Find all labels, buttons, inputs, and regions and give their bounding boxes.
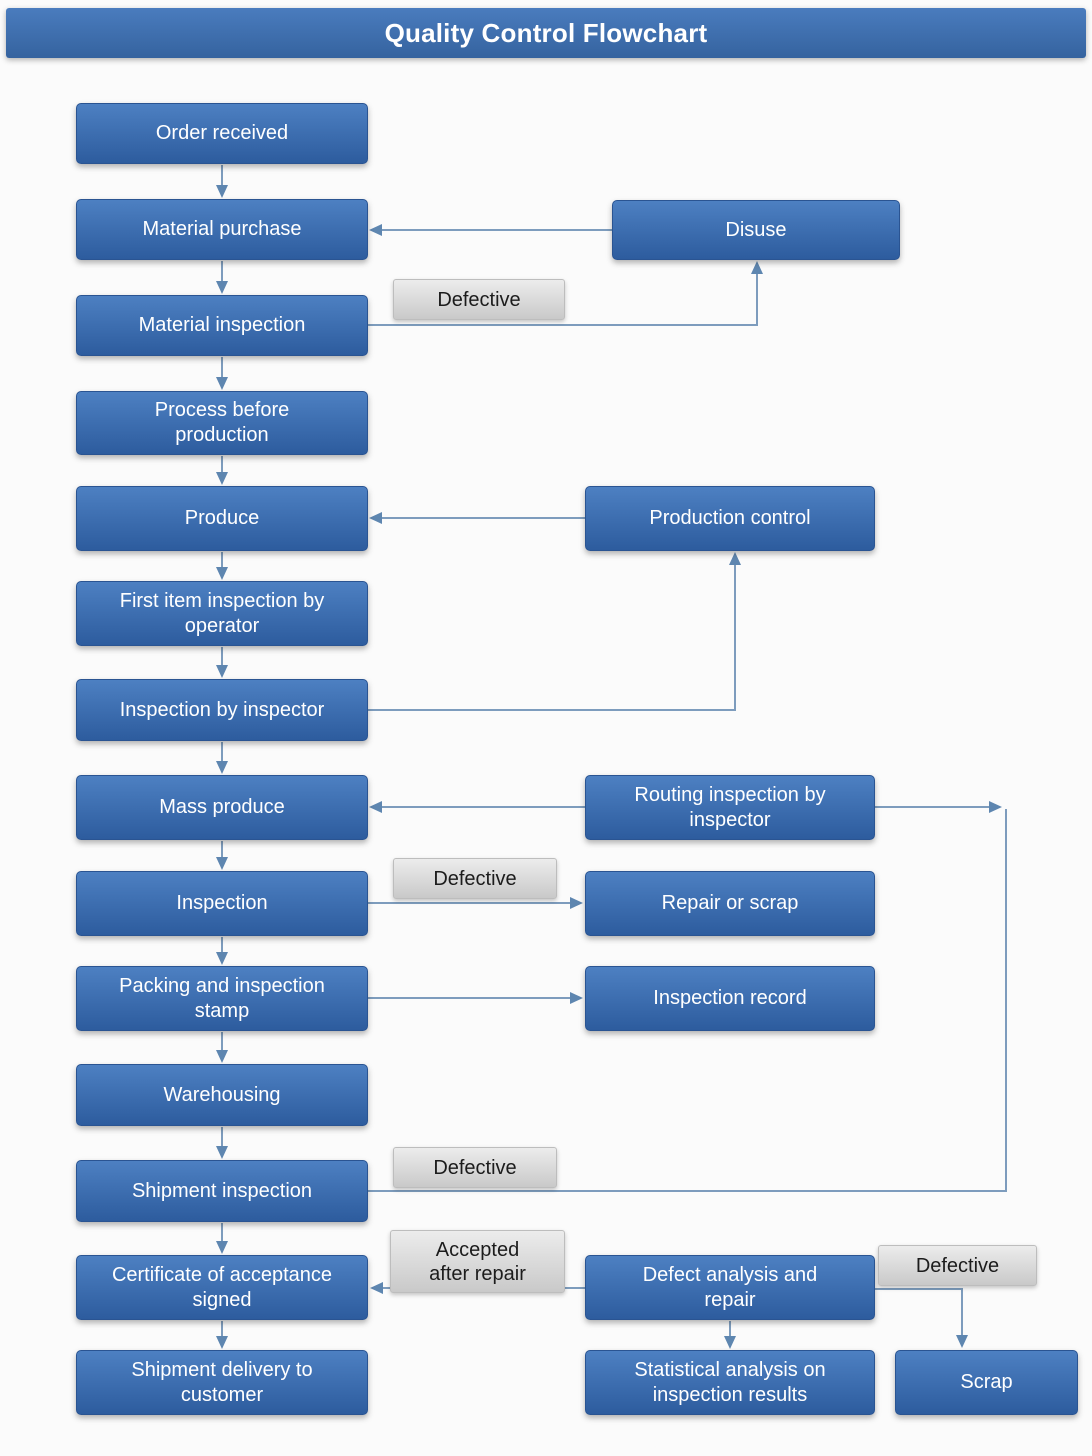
label-defective-inspection-label: Defective (433, 867, 517, 890)
label-defective-material-label: Defective (437, 288, 521, 311)
node-packing-inspection-stamp-label: Packing and inspection stamp (119, 974, 325, 1022)
title-bar: Quality Control Flowchart (6, 8, 1086, 58)
node-routing-inspection-label: Routing inspection by inspector (634, 783, 826, 831)
label-defective-inspection: Defective (393, 858, 557, 899)
node-material-purchase-label: Material purchase (142, 218, 302, 240)
node-produce-label: Produce (184, 507, 260, 529)
node-scrap: Scrap (895, 1350, 1078, 1415)
node-scrap-label: Scrap (960, 1371, 1013, 1393)
node-disuse: Disuse (612, 200, 900, 260)
label-accepted-after-repair: Accepted after repair (390, 1230, 565, 1293)
node-process-before-production: Process before production (76, 391, 368, 455)
label-accepted-after-repair-label: Accepted after repair (429, 1238, 526, 1285)
node-routing-inspection: Routing inspection by inspector (585, 775, 875, 840)
node-shipment-delivery: Shipment delivery to customer (76, 1350, 368, 1415)
node-defect-analysis-label: Defect analysis and repair (642, 1263, 818, 1311)
node-statistical-analysis: Statistical analysis on inspection resul… (585, 1350, 875, 1415)
node-packing-inspection-stamp: Packing and inspection stamp (76, 966, 368, 1031)
node-warehousing-label: Warehousing (163, 1083, 281, 1106)
node-shipment-inspection: Shipment inspection (76, 1160, 368, 1222)
node-produce: Produce (76, 486, 368, 551)
node-repair-or-scrap-label: Repair or scrap (661, 892, 799, 914)
node-warehousing: Warehousing (76, 1064, 368, 1126)
node-shipment-delivery-label: Shipment delivery to customer (131, 1358, 313, 1406)
node-material-inspection: Material inspection (76, 295, 368, 356)
node-statistical-analysis-label: Statistical analysis on inspection resul… (634, 1358, 826, 1406)
node-inspection: Inspection (76, 871, 368, 936)
node-defect-analysis: Defect analysis and repair (585, 1255, 875, 1320)
node-mass-produce-label: Mass produce (159, 796, 285, 818)
node-production-control: Production control (585, 486, 875, 551)
node-inspection-record-label: Inspection record (653, 987, 807, 1009)
node-material-inspection-label: Material inspection (138, 314, 306, 336)
node-inspection-record: Inspection record (585, 966, 875, 1031)
node-production-control-label: Production control (649, 507, 811, 529)
node-first-item-inspection: First item inspection by operator (76, 581, 368, 646)
label-defective-shipment: Defective (393, 1147, 557, 1188)
node-repair-or-scrap: Repair or scrap (585, 871, 875, 936)
edge-inspector-to-production-control (368, 552, 741, 711)
node-inspection-by-inspector-label: Inspection by inspector (119, 698, 325, 721)
node-shipment-inspection-label: Shipment inspection (131, 1179, 313, 1202)
node-inspection-by-inspector: Inspection by inspector (76, 679, 368, 741)
node-material-purchase: Material purchase (76, 199, 368, 260)
node-certificate-acceptance-label: Certificate of acceptance signed (111, 1263, 333, 1311)
node-disuse-label: Disuse (725, 218, 787, 241)
page-title: Quality Control Flowchart (384, 17, 708, 48)
node-order-received: Order received (76, 103, 368, 164)
label-defective-defect-analysis-label: Defective (915, 1254, 1000, 1277)
node-first-item-inspection-label: First item inspection by operator (119, 589, 325, 637)
node-order-received-label: Order received (155, 122, 289, 144)
node-mass-produce: Mass produce (76, 775, 368, 840)
label-defective-shipment-label: Defective (433, 1156, 517, 1179)
edge-material-inspection-to-disuse (368, 261, 763, 326)
edge-defect-analysis-to-scrap (875, 1288, 968, 1348)
node-process-before-production-label: Process before production (154, 399, 290, 446)
label-defective-material: Defective (393, 279, 565, 320)
edge-shipment-defective-up (368, 809, 1007, 1192)
node-certificate-acceptance: Certificate of acceptance signed (76, 1255, 368, 1320)
label-defective-defect-analysis: Defective (878, 1245, 1037, 1286)
node-inspection-label: Inspection (176, 892, 268, 914)
